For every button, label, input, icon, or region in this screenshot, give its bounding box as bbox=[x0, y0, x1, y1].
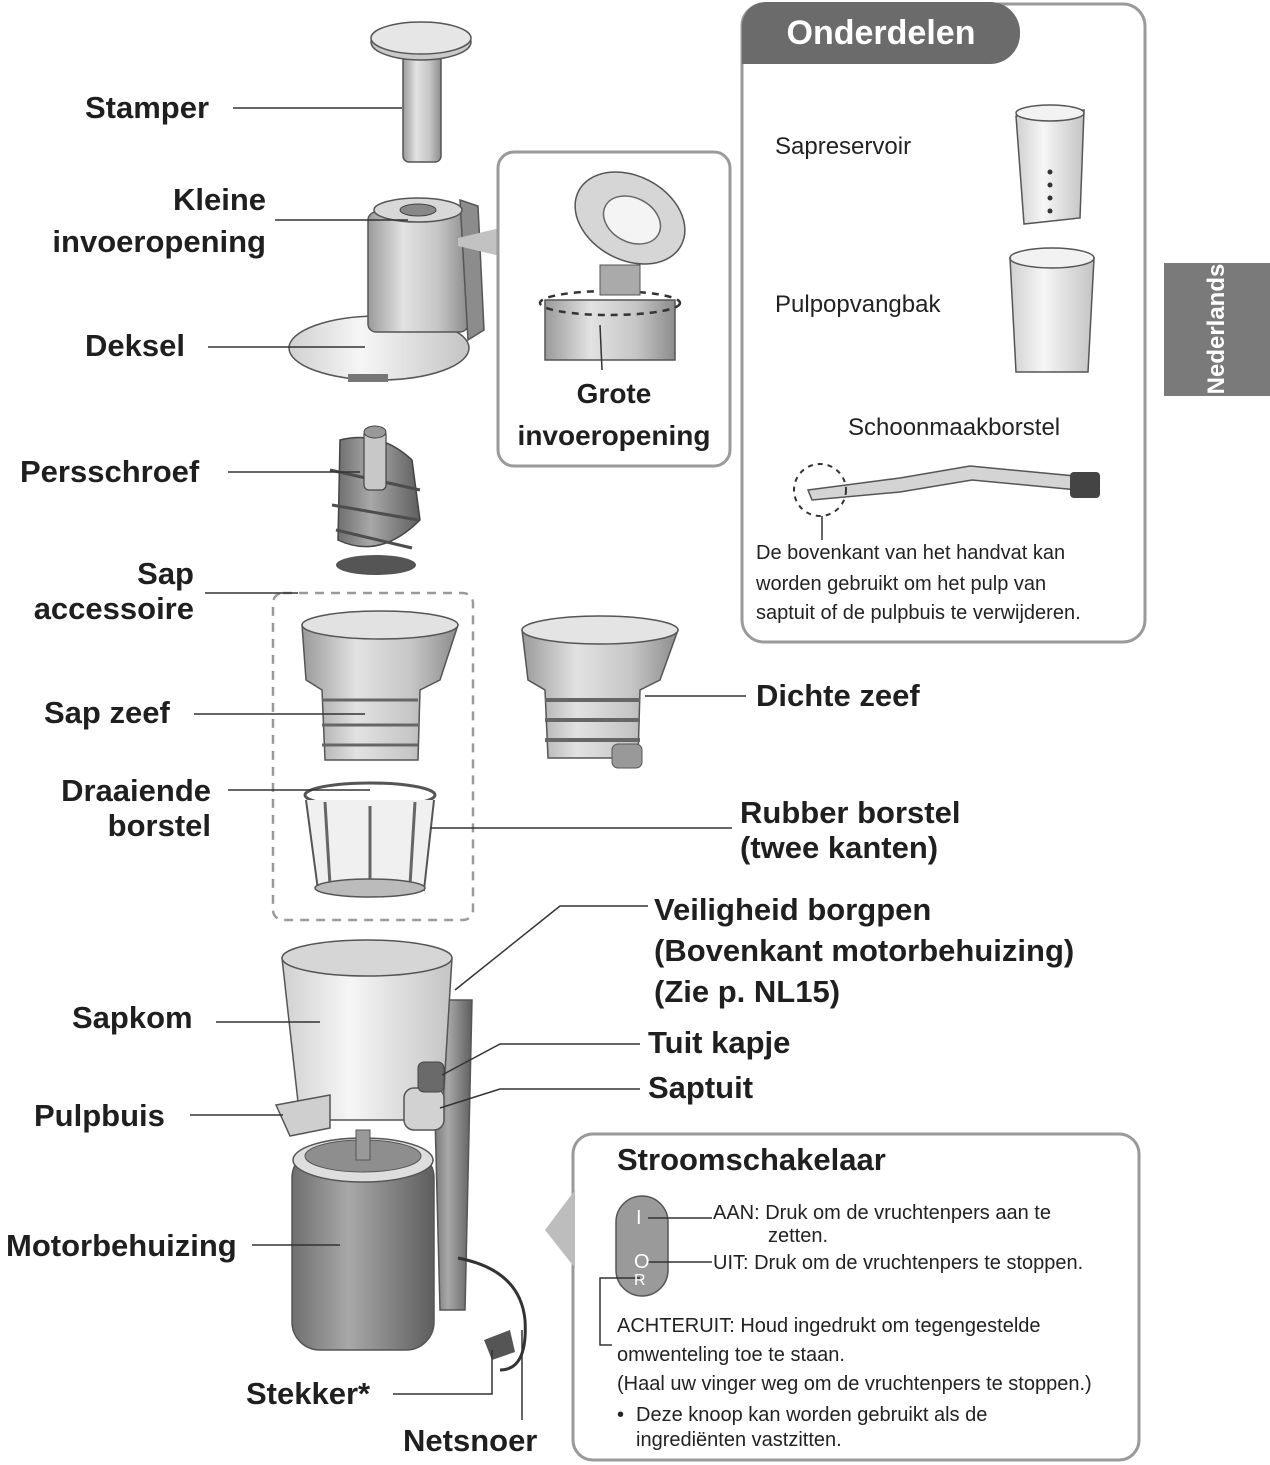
switch-achteruit-2: omwenteling toe te staan. bbox=[617, 1344, 845, 1366]
label-sapkom: Sapkom bbox=[72, 1000, 193, 1035]
callout-wedge bbox=[458, 228, 500, 256]
switch-uit: UIT: Druk om de vruchtenpers te stoppen. bbox=[713, 1252, 1084, 1274]
label-sap-zeef: Sap zeef bbox=[44, 695, 170, 730]
label-draaiende-1: Draaiende bbox=[61, 773, 211, 808]
label-kleine-1: Kleine bbox=[172, 182, 266, 217]
stamper-part bbox=[370, 21, 472, 163]
label-veiligheid-3: (Zie p. NL15) bbox=[654, 974, 841, 1009]
label-stamper: Stamper bbox=[85, 90, 210, 125]
label-motorbehuizing: Motorbehuizing bbox=[6, 1228, 237, 1263]
borstel-note-3: saptuit of de pulpbuis te verwijderen. bbox=[756, 602, 1081, 624]
persschroef-part bbox=[329, 425, 421, 575]
label-deksel: Deksel bbox=[85, 328, 185, 363]
language-tab: Nederlands bbox=[1164, 263, 1270, 396]
label-sap-1: Sap bbox=[137, 556, 194, 591]
label-tuit-kapje: Tuit kapje bbox=[648, 1025, 791, 1060]
stroomschakelaar-title: Stroomschakelaar bbox=[617, 1142, 886, 1177]
dichte-zeef-part bbox=[521, 615, 680, 769]
label-kleine-2: invoeropening bbox=[52, 224, 266, 259]
onderdelen-title: Onderdelen bbox=[742, 2, 1020, 64]
label-rubber-1: Rubber borstel bbox=[740, 795, 961, 830]
switch-on-symbol: I bbox=[636, 1207, 642, 1229]
sap-accessoire-group bbox=[271, 591, 475, 922]
borstel-note-1: De bovenkant van het handvat kan bbox=[756, 542, 1066, 564]
pulpopvangbak-image bbox=[1009, 247, 1095, 373]
stroomschakelaar-pointer bbox=[545, 1190, 575, 1268]
switch-aan-1: AAN: Druk om de vruchtenpers aan te bbox=[713, 1202, 1051, 1224]
label-pulpopvangbak: Pulpopvangbak bbox=[775, 291, 941, 318]
label-grote-1: Grote bbox=[576, 378, 652, 409]
label-schoonmaakborstel: Schoonmaakborstel bbox=[848, 414, 1061, 441]
switch-reverse-symbol: R bbox=[634, 1272, 646, 1289]
draaiende-borstel-part bbox=[303, 781, 437, 898]
switch-achteruit-1: ACHTERUIT: Houd ingedrukt om tegengestel… bbox=[617, 1315, 1041, 1337]
switch-achteruit-3: (Haal uw vinger weg om de vruchtenpers t… bbox=[617, 1373, 1092, 1395]
sap-zeef-part bbox=[301, 610, 460, 761]
label-veiligheid-1: Veiligheid borgpen bbox=[654, 892, 932, 927]
switch-leaders bbox=[599, 1217, 712, 1346]
switch-aan-2: zetten. bbox=[768, 1225, 829, 1247]
label-saptuit: Saptuit bbox=[648, 1070, 754, 1105]
language-tab-label: Nederlands bbox=[1203, 263, 1230, 395]
schoonmaakborstel-image bbox=[793, 463, 1100, 540]
label-persschroef: Persschroef bbox=[20, 454, 200, 489]
switch-note-1: Deze knoop kan worden gebruikt als de bbox=[636, 1404, 988, 1426]
borstel-note-2: worden gebruikt om het pulp van bbox=[756, 573, 1047, 595]
sapreservoir-image bbox=[1015, 104, 1085, 225]
switch-note-bullet: • bbox=[617, 1404, 625, 1426]
switch-off-symbol: O bbox=[634, 1251, 650, 1273]
switch-note-2: ingrediënten vastzitten. bbox=[636, 1429, 842, 1451]
label-draaiende-2: borstel bbox=[107, 808, 211, 843]
leader-lines bbox=[190, 107, 746, 1420]
label-dichte-zeef: Dichte zeef bbox=[756, 678, 920, 713]
label-veiligheid-2: (Bovenkant motorbehuizing) bbox=[654, 933, 1075, 968]
power-switch-image bbox=[615, 1195, 669, 1297]
deksel-part bbox=[288, 197, 485, 382]
stroomschakelaar-panel bbox=[571, 1132, 1141, 1462]
label-stekker: Stekker* bbox=[246, 1376, 371, 1411]
open-lid-part bbox=[538, 171, 686, 371]
label-sap-2: accessoire bbox=[33, 591, 194, 626]
label-rubber-2: (twee kanten) bbox=[740, 830, 939, 865]
label-pulpbuis: Pulpbuis bbox=[34, 1098, 165, 1133]
juicer-body-part bbox=[274, 939, 527, 1372]
label-grote-2: invoeropening bbox=[517, 420, 711, 451]
label-netsnoer: Netsnoer bbox=[403, 1423, 538, 1458]
label-sapreservoir: Sapreservoir bbox=[775, 133, 912, 160]
